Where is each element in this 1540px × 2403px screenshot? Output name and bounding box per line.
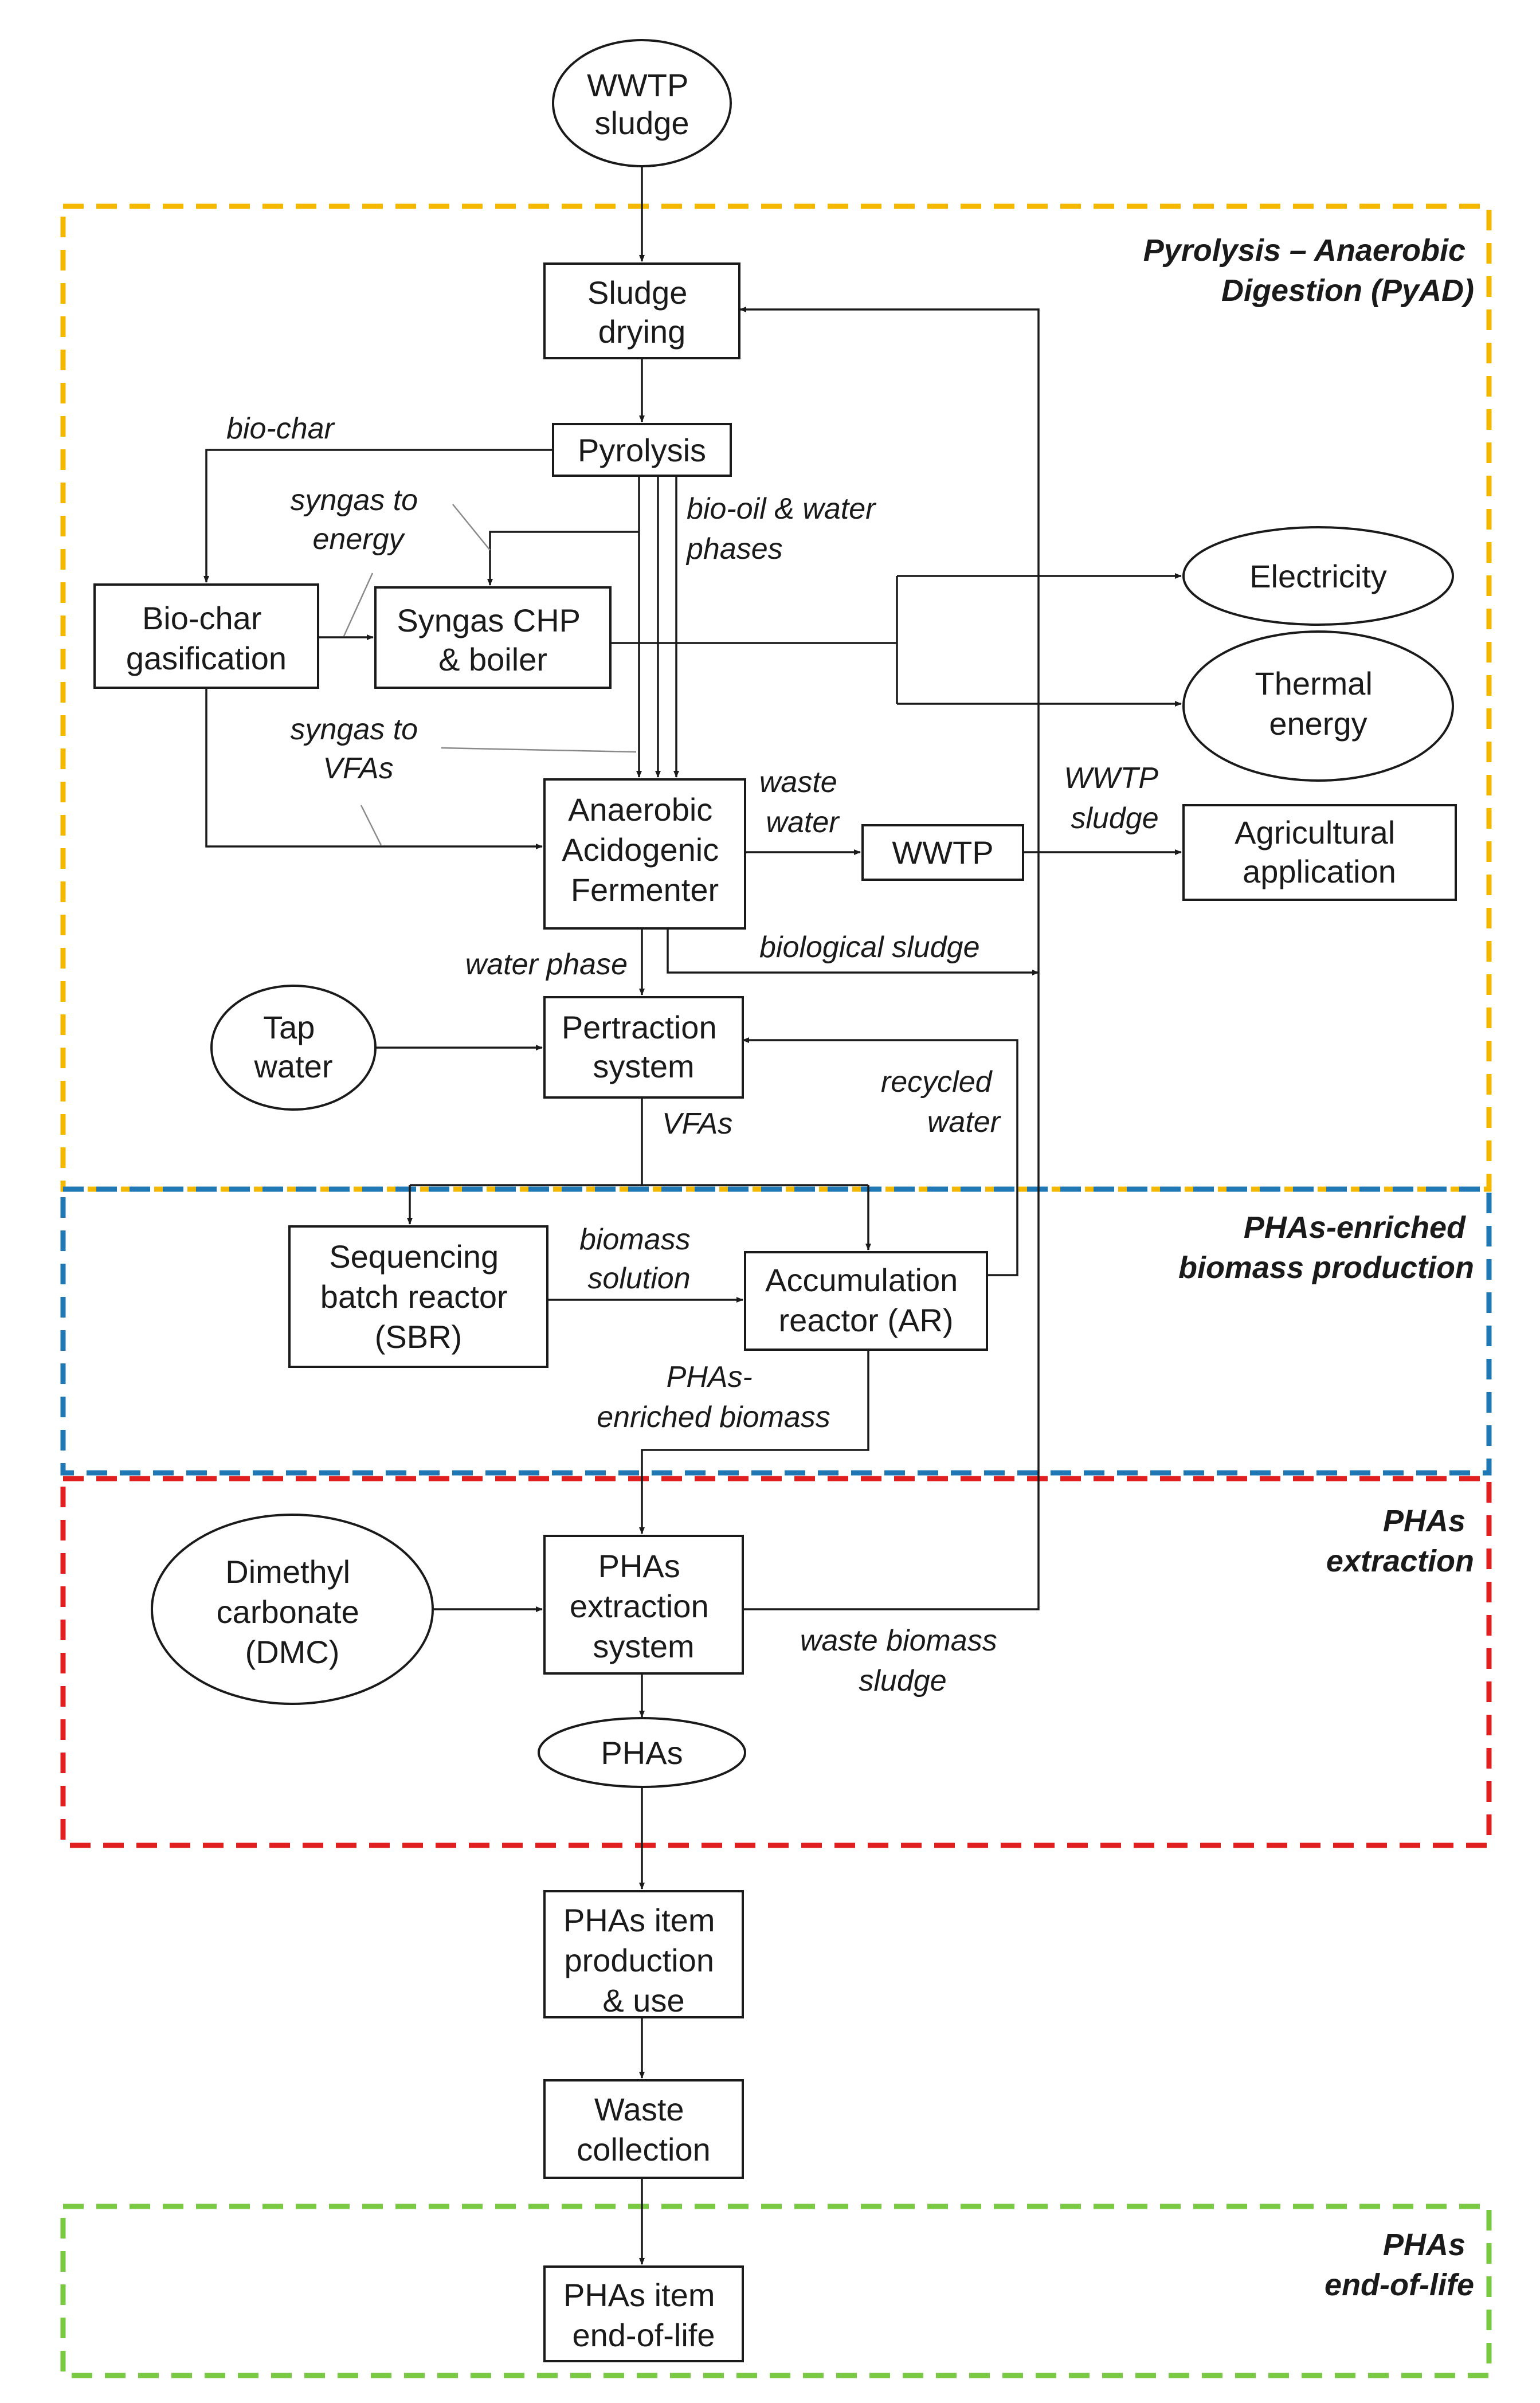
leader-syngas-energy: [343, 573, 374, 637]
label-water-phase: water phase: [465, 948, 628, 981]
node-biochar-gasification: Bio-char gasification: [93, 583, 319, 689]
phas-extraction-region-border: [60, 1476, 1492, 1848]
node-sbr: Sequencing batch reactor (SBR): [288, 1225, 548, 1368]
arrow-fermenter-biological-sludge: [667, 928, 1039, 975]
svg-text:WWTP: WWTP: [892, 834, 993, 871]
svg-text:Sludge drying: Sludge drying: [587, 275, 696, 350]
node-phas: PHAs: [538, 1717, 746, 1788]
arrow-pyrolysis-biochar-to-gasification: [203, 449, 553, 583]
node-tap-water: Tap water: [210, 985, 377, 1111]
svg-text:Pertraction system: Pertraction system: [562, 1009, 726, 1084]
phas-enriched-section-title: PHAs-enriched biomass production: [1178, 1210, 1474, 1285]
svg-text:Electricity: Electricity: [1249, 558, 1387, 594]
arrow-extraction-waste-to-drying: [739, 307, 1040, 1610]
svg-text:Sequencing batch reactor: Sequencing batch reactor (SBR): [320, 1238, 516, 1355]
arrow-gasification-to-fermenter: [205, 688, 543, 849]
svg-text:Thermal energy: Thermal energy: [1255, 665, 1382, 742]
arrow-ar-recycled-water: [742, 1037, 1018, 1276]
node-sludge-drying: Sludge drying: [543, 262, 740, 359]
node-pertraction-system: Pertraction system: [543, 996, 744, 1099]
label-syngas-to-energy: syngas to energy: [290, 484, 426, 556]
node-thermal-energy: Thermal energy: [1182, 630, 1454, 782]
svg-text:PHAs item end-of-life: PHAs item end-of-life: [563, 2277, 724, 2353]
pyad-section-title: Pyrolysis – Anaerobic Digestion (PyAD): [1143, 233, 1474, 308]
node-wwtp: WWTP: [861, 824, 1024, 881]
label-syngas-to-vfas: syngas to VFAs: [290, 713, 426, 785]
node-pyrolysis: Pyrolysis: [552, 423, 732, 477]
node-accumulation-reactor: Accumulation reactor (AR): [744, 1251, 988, 1351]
svg-text:WWTP sludge: WWTP sludge: [587, 67, 697, 141]
label-vfas: VFAs: [662, 1107, 732, 1140]
svg-text:Waste collection: Waste collection: [577, 2091, 710, 2167]
svg-text:PHAs item production: PHAs item production & use: [563, 1902, 724, 2018]
svg-text:Dimethyl carbonate: Dimethyl carbonate (DMC): [217, 1554, 369, 1670]
flow-connectors: [203, 166, 1182, 2265]
label-phas-enriched-biomass: PHAs- enriched biomass: [597, 1361, 830, 1434]
label-biological-sludge: biological sludge: [759, 931, 980, 964]
svg-text:PHAs extraction sy: PHAs extraction system: [570, 1548, 718, 1664]
label-waste-water: waste water: [759, 766, 845, 839]
svg-text:Accumulation reactor (AR: Accumulation reactor (AR): [765, 1262, 967, 1338]
label-recycled-water: recycled water: [881, 1065, 1002, 1139]
svg-text:Syngas CHP & boiler: Syngas CHP & boiler: [397, 602, 589, 677]
phas-enriched-region-border: [60, 1186, 1492, 1476]
node-waste-collection: Waste collection: [543, 2079, 744, 2179]
pyad-region-border: [60, 203, 1492, 1192]
node-syngas-chp: Syngas CHP & boiler: [374, 586, 612, 689]
node-phas-item-production: PHAs item production & use: [543, 1890, 744, 2018]
node-phas-item-end-of-life: PHAs item end-of-life: [543, 2265, 744, 2362]
svg-text:Tap water: Tap water: [254, 1009, 333, 1084]
leader-syngas-vfas-1: [441, 747, 637, 753]
phas-extraction-section-title: PHAs extraction: [1326, 1504, 1474, 1578]
svg-text:Anaerobic Acidogenic: Anaerobic Acidogenic Fermenter: [562, 791, 728, 908]
phas-end-of-life-section-title: PHAs end-of-life: [1325, 2228, 1474, 2302]
node-electricity: Electricity: [1182, 526, 1454, 626]
phas-end-of-life-region-border: [60, 2204, 1492, 2378]
node-agricultural-application: Agricultural application: [1182, 804, 1457, 901]
svg-text:Pyrolysis: Pyrolysis: [578, 432, 706, 468]
label-wwtp-sludge-flow: WWTP sludge: [1064, 762, 1165, 835]
arrow-pyrolysis-syngas-to-chp: [487, 531, 639, 586]
label-bio-char: bio-char: [226, 412, 336, 445]
svg-text:Bio-char gasification: Bio-char gasification: [126, 600, 287, 676]
node-wwtp-sludge: WWTP sludge: [552, 39, 732, 167]
svg-text:Agricultural application: Agricultural application: [1235, 814, 1404, 889]
node-dmc: Dimethyl carbonate (DMC): [151, 1514, 434, 1705]
arrow-ar-to-extraction: [639, 1350, 869, 1534]
leader-syngas-vfas-2: [360, 805, 382, 846]
label-biomass-solution: biomass solution: [579, 1223, 699, 1295]
node-phas-extraction-system: PHAs extraction system: [543, 1535, 744, 1675]
leader-syngas-energy-chp: [452, 504, 491, 551]
label-waste-biomass-sludge: waste biomass sludge: [800, 1624, 1005, 1698]
label-bio-oil-water-phases: bio-oil & water phases: [685, 492, 884, 566]
svg-text:PHAs: PHAs: [601, 1735, 683, 1771]
node-fermenter: Anaerobic Acidogenic Fermenter: [543, 778, 746, 930]
